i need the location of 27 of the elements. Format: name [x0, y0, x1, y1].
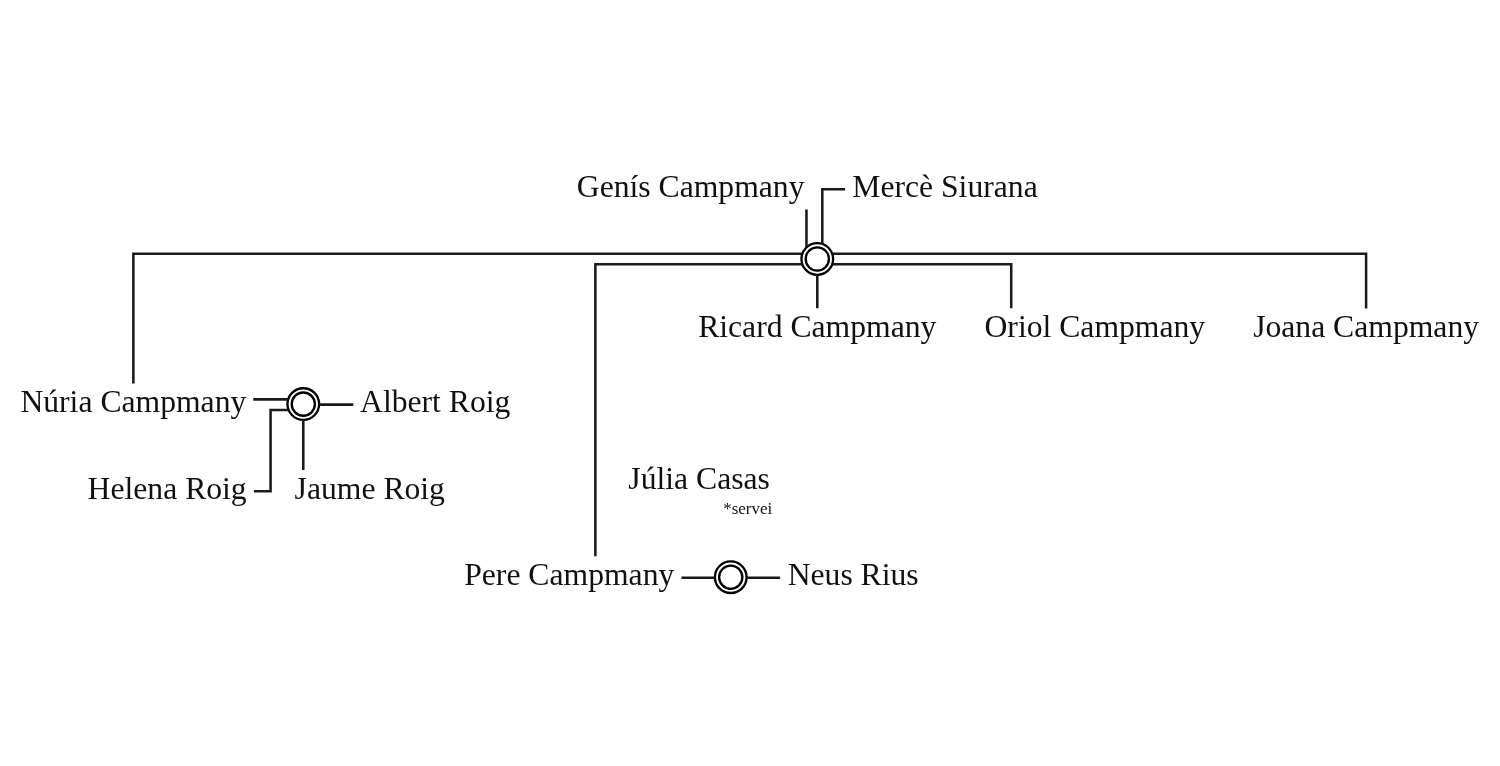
node-rings: [286, 387, 321, 422]
node-text: Ricard Campmany: [698, 309, 937, 345]
connector: [805, 209, 808, 248]
connector: [253, 398, 288, 401]
connector: [319, 403, 354, 406]
node-rings: [713, 560, 748, 595]
node-text: Pere Campmany: [464, 557, 675, 593]
connector: [681, 576, 715, 579]
node-text: Joana Campmany: [1253, 309, 1480, 345]
connector: [816, 274, 819, 309]
node-text: Genís Campmany: [576, 168, 805, 204]
connector: [594, 263, 803, 557]
node-text: Mercè Siurana: [852, 168, 1038, 204]
connector: [302, 420, 305, 470]
node-text: Albert Roig: [360, 384, 511, 420]
node-text: Helena Roig: [87, 470, 247, 506]
connector: [132, 252, 803, 384]
node-text: Júlia Casas: [628, 460, 770, 496]
connector: [832, 263, 1013, 309]
node-label: *servei: [723, 498, 773, 518]
connector: [746, 576, 781, 579]
node-rings: [800, 242, 835, 276]
node-text: Neus Rius: [787, 557, 919, 593]
connector: [832, 252, 1368, 309]
node-text: Núria Campmany: [20, 384, 247, 420]
node-text: Oriol Campmany: [984, 309, 1206, 345]
node-text: Jaume Roig: [294, 470, 445, 506]
